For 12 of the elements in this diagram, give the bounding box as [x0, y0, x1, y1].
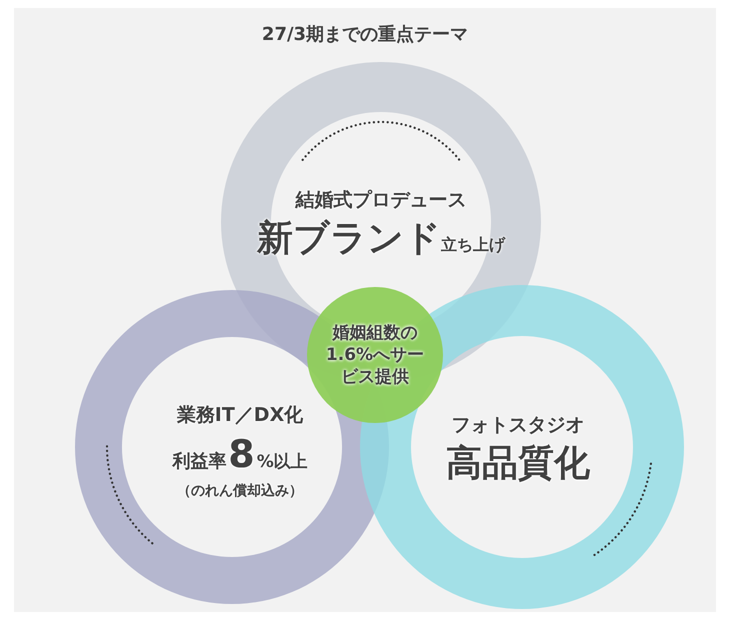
circle-text: 婚姻組数の1.6%へサービス提供 — [324, 322, 426, 388]
headline-suffix: 立ち上げ — [441, 236, 505, 255]
heading: 結婚式プロデュース — [296, 190, 466, 212]
note: （のれん償却込み） — [177, 482, 303, 499]
metric-unit: %以上 — [256, 453, 308, 473]
headline: 新ブランド — [257, 218, 441, 260]
metric-value: 8 — [228, 433, 255, 477]
heading: フォトスタジオ — [452, 415, 584, 438]
metric-label: 利益率 — [172, 452, 226, 473]
title: 27/3期までの重点テーマ — [260, 23, 470, 46]
heading: 業務IT／DX化 — [176, 405, 304, 428]
headline: 高品質化 — [446, 443, 590, 485]
